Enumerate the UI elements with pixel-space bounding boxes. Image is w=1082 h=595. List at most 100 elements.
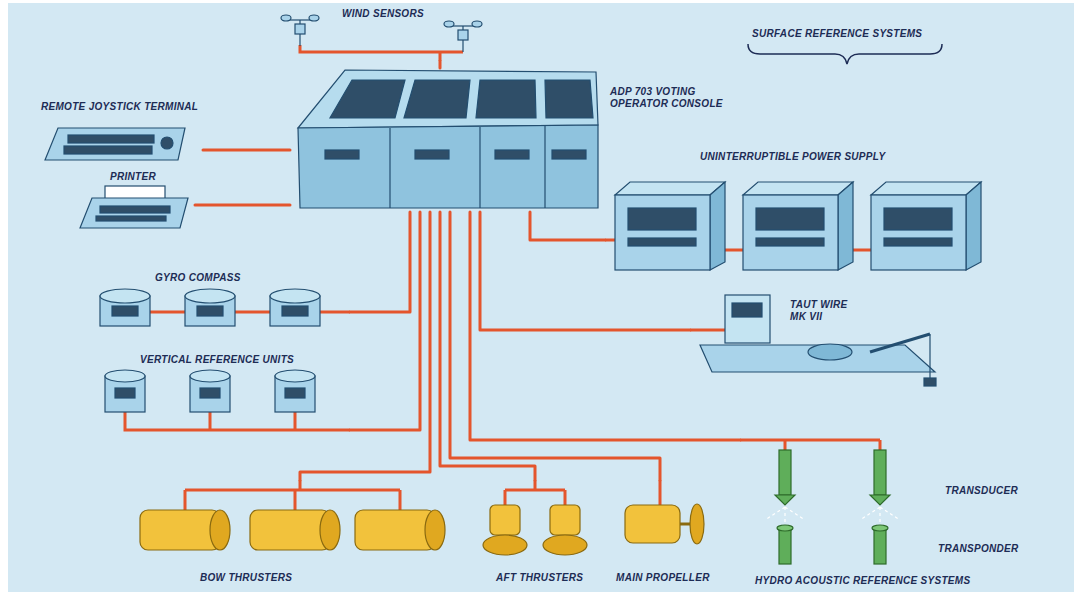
wind-sensor-drawing xyxy=(281,15,482,61)
power-supply-drawing xyxy=(871,182,981,195)
gyro-compass-drawing xyxy=(270,289,320,303)
hydro-acoustic-drawing xyxy=(775,495,795,505)
device-label: MAIN PROPELLER xyxy=(616,572,710,584)
operator-console-drawing xyxy=(552,150,586,159)
power-supply-drawing xyxy=(615,182,725,195)
device-label: UNINTERRUPTIBLE POWER SUPPLY xyxy=(700,151,885,163)
device-group: AFT THRUSTERS xyxy=(472,480,605,588)
power-supply-drawing xyxy=(743,195,838,270)
operator-console-drawing xyxy=(298,125,598,208)
vertical-reference-drawing xyxy=(105,370,145,382)
wind-sensor-drawing xyxy=(472,21,482,27)
hydro-acoustic-drawing xyxy=(740,440,900,564)
bow-thruster-drawing xyxy=(210,510,230,550)
cable xyxy=(530,212,605,240)
aft-thruster-drawing xyxy=(505,480,565,505)
gyro-compass-drawing xyxy=(100,289,350,326)
wind-sensor-drawing xyxy=(309,15,319,21)
panel-ground xyxy=(8,3,1074,592)
operator-console-drawing xyxy=(495,150,529,159)
hydro-acoustic-drawing xyxy=(779,450,791,495)
printer-drawing xyxy=(96,216,166,221)
device-group: VERTICAL REFERENCE UNITS xyxy=(85,352,350,445)
hydro-acoustic-drawing xyxy=(740,440,880,450)
vertical-reference-drawing xyxy=(115,388,135,398)
device-label: VERTICAL REFERENCE UNITS xyxy=(140,354,294,366)
device-label: TRANSDUCER xyxy=(945,485,1018,497)
taut-wire-drawing xyxy=(732,303,762,317)
cable xyxy=(300,212,430,480)
operator-console-drawing xyxy=(298,70,598,128)
cable xyxy=(350,212,410,312)
gyro-compass-drawing xyxy=(185,289,235,303)
hydro-acoustic-drawing xyxy=(777,525,793,531)
cable xyxy=(480,212,690,330)
cable xyxy=(439,61,442,68)
gyro-compass-drawing xyxy=(112,306,138,316)
device-label: TRANSPONDER xyxy=(938,543,1019,555)
printer-drawing xyxy=(80,186,188,228)
taut-wire-drawing xyxy=(808,344,852,360)
operator-console-drawing xyxy=(476,80,536,118)
wind-sensor-drawing xyxy=(444,21,454,27)
group-bracket xyxy=(748,44,942,64)
taut-wire-drawing xyxy=(690,329,725,332)
taut-wire-drawing xyxy=(924,378,936,386)
power-supply-drawing xyxy=(871,195,966,270)
operator-console-drawing xyxy=(545,80,593,118)
device-label: HYDRO ACOUSTIC REFERENCE SYSTEMS xyxy=(755,575,970,587)
operator-console-drawing xyxy=(389,128,390,208)
hydro-acoustic-drawing xyxy=(872,525,888,531)
power-supply-drawing xyxy=(615,195,710,270)
device-label: PRINTER xyxy=(110,171,156,183)
device-label: TAUT WIRE MK VII xyxy=(790,299,858,323)
power-supply-drawing xyxy=(838,182,853,270)
bow-thruster-drawing xyxy=(355,510,435,550)
vertical-reference-drawing xyxy=(190,370,230,382)
taut-wire-drawing xyxy=(870,334,930,352)
aft-thruster-drawing xyxy=(483,480,587,555)
power-supply-drawing xyxy=(756,238,824,246)
device-label: ADP 703 VOTING OPERATOR CONSOLE xyxy=(610,86,738,110)
printer-drawing xyxy=(100,206,170,213)
operator-console-drawing xyxy=(544,126,545,208)
device-group: GYRO COMPASS xyxy=(85,270,350,338)
hydro-acoustic-drawing xyxy=(874,528,886,564)
joystick-terminal-drawing xyxy=(45,128,185,160)
bow-thruster-drawing xyxy=(425,510,445,550)
hydro-acoustic-drawing xyxy=(779,528,791,564)
bow-thruster-drawing xyxy=(140,480,445,550)
bow-thruster-drawing xyxy=(250,510,330,550)
device-group: REMOTE JOYSTICK TERMINAL xyxy=(35,98,203,168)
main-propeller-drawing xyxy=(625,480,704,544)
device-group: TRANSDUCER TRANSPONDER HYDRO ACOUSTIC REFE… xyxy=(740,425,1035,590)
device-group: UNINTERRUPTIBLE POWER SUPPLY xyxy=(605,148,995,282)
vertical-reference-drawing xyxy=(200,388,220,398)
aft-thruster-drawing xyxy=(550,505,580,535)
device-group: MAIN PROPELLER xyxy=(608,480,718,588)
bow-thruster-drawing xyxy=(185,480,400,510)
vertical-reference-drawing xyxy=(125,412,350,430)
gyro-compass-drawing xyxy=(282,306,308,316)
wind-sensor-drawing xyxy=(295,24,305,34)
joystick-terminal-drawing xyxy=(45,128,185,160)
vertical-reference-drawing xyxy=(105,370,350,430)
gyro-compass-drawing xyxy=(100,289,150,303)
operator-console-drawing xyxy=(479,127,480,208)
hydro-acoustic-drawing xyxy=(874,450,886,495)
cable xyxy=(195,204,290,207)
vertical-reference-drawing xyxy=(275,370,315,382)
taut-wire-drawing xyxy=(929,334,930,378)
device-group: PRINTER xyxy=(70,168,195,234)
hydro-acoustic-drawing xyxy=(765,507,900,522)
power-supply-drawing xyxy=(756,208,824,230)
device-label: GYRO COMPASS xyxy=(155,272,241,284)
wind-sensor-drawing xyxy=(281,15,291,21)
cable xyxy=(350,212,420,430)
cable xyxy=(470,212,740,440)
operator-console-drawing xyxy=(415,150,449,159)
